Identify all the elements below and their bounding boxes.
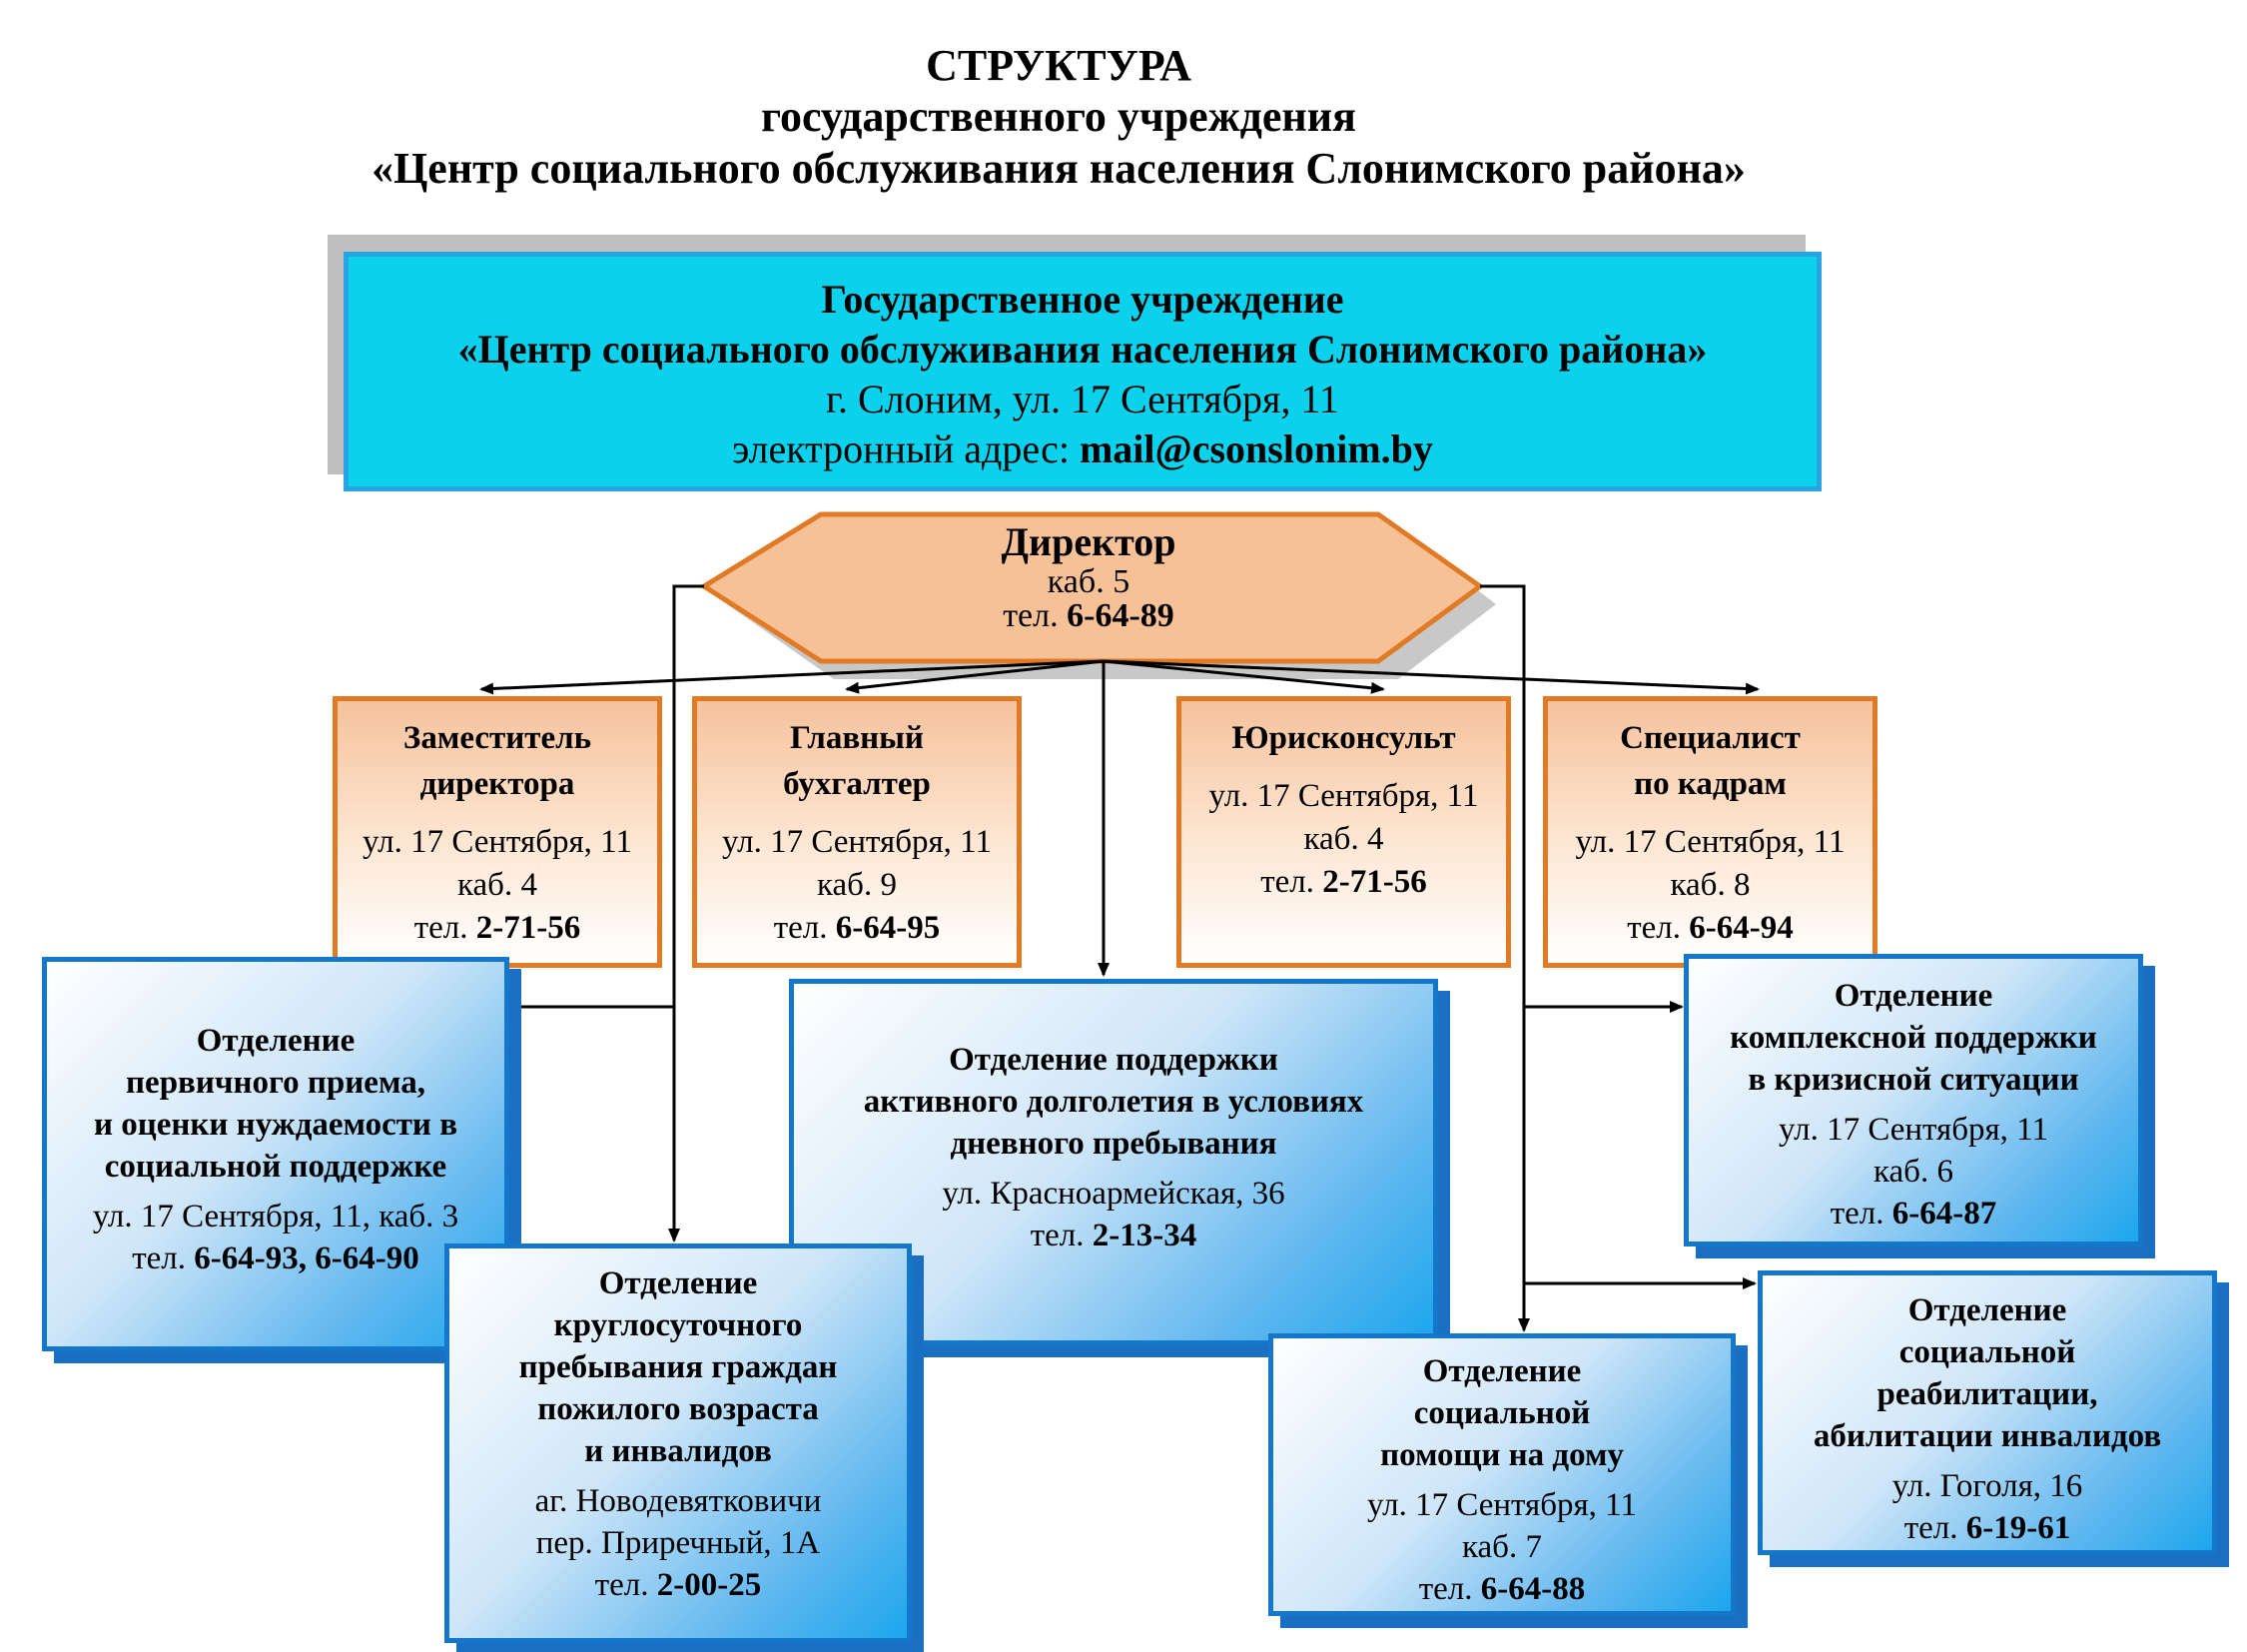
staff-address: ул. 17 Сентября, 11	[1208, 778, 1479, 814]
dept-primary-box: Отделение первичного приема, и оценки ну…	[42, 957, 509, 1351]
staff-title: директора	[419, 766, 575, 802]
arrow-to-accountant	[845, 659, 1105, 694]
staff-room: каб. 8	[1670, 867, 1751, 903]
staff-phone: тел. 2-71-56	[1260, 864, 1427, 900]
dept-phone: тел. 6-19-61	[1903, 1510, 2071, 1546]
dept-roundclock-box: Отделение круглосуточного пребывания гра…	[444, 1243, 912, 1643]
dept-address: ул. Гоголя, 16	[1891, 1468, 2083, 1504]
left-trunk	[668, 584, 704, 1242]
staff-phone: тел. 2-71-56	[413, 910, 581, 946]
staff-title: Юрисконсульт	[1231, 720, 1456, 756]
staff-address: ул. 17 Сентября, 11	[1575, 824, 1846, 860]
dept-room: каб. 7	[1462, 1529, 1542, 1565]
dept-phone: тел. 6-64-93, 6-64-90	[132, 1240, 419, 1276]
staff-room: каб. 4	[1303, 821, 1384, 857]
staff-phone: тел. 6-64-95	[773, 910, 941, 946]
staff-address: ул. 17 Сентября, 11	[722, 824, 992, 860]
dept-address: пер. Приречный, 1А	[535, 1525, 821, 1561]
dept-address: ул. Красноармейская, 36	[942, 1176, 1285, 1212]
institution-type: Государственное учреждение	[821, 277, 1344, 322]
institution-email-row: электронный адрес: mail@csonslonim.by	[349, 424, 1817, 474]
dept-rehab-box: Отделение социальной реабилитации, абили…	[1758, 1270, 2217, 1555]
director-phone: тел. 6-64-89	[1003, 597, 1174, 634]
staff-title: Заместитель	[402, 720, 592, 756]
staff-phone: тел. 6-64-94	[1627, 910, 1794, 946]
staff-title: Главный	[790, 720, 924, 756]
arrow-to-deputy	[479, 659, 1105, 695]
title-line-3: «Центр социального обслуживания населени…	[372, 143, 1746, 193]
staff-title: Специалист	[1620, 720, 1801, 756]
arrow-to-hr	[1103, 659, 1760, 695]
institution-name: «Центр социального обслуживания населени…	[457, 327, 1708, 372]
staff-accountant-box: Главный бухгалтер ул. 17 Сентября, 11 ка…	[692, 696, 1022, 968]
email-label: электронный адрес:	[732, 426, 1070, 471]
arrow-to-lawyer	[1103, 659, 1385, 694]
institution-address: г. Слоним, ул. 17 Сентября, 11	[826, 377, 1339, 421]
dept-address: аг. Новодевятковичи	[534, 1483, 822, 1519]
staff-address: ул. 17 Сентября, 11	[363, 824, 632, 860]
dept-phone: тел. 6-64-87	[1830, 1196, 1997, 1232]
staff-room: каб. 4	[457, 867, 537, 903]
institution-box: Государственное учреждение «Центр социал…	[344, 252, 1822, 491]
email-link[interactable]: mail@csonslonim.by	[1079, 426, 1433, 471]
dept-crisis-box: Отделение комплексной поддержки в кризис…	[1684, 954, 2143, 1246]
dept-address: ул. 17 Сентября, 11	[1779, 1112, 2048, 1148]
staff-deputy-box: Заместитель директора ул. 17 Сентября, 1…	[333, 696, 662, 968]
title-line-2: государственного учреждения	[761, 92, 1356, 142]
director-box: Директор каб. 5 тел. 6-64-89	[699, 519, 1478, 649]
dept-room: каб. 6	[1873, 1154, 1953, 1190]
dept-phone: тел. 2-00-25	[594, 1567, 762, 1603]
director-title: Директор	[1001, 519, 1176, 564]
dept-address: ул. 17 Сентября, 11	[1367, 1487, 1637, 1523]
page-title: СТРУКТУРА государственного учреждения «Ц…	[0, 40, 2117, 194]
staff-title: по кадрам	[1634, 766, 1787, 802]
dept-phone: тел. 6-64-88	[1418, 1571, 1586, 1607]
dept-phone: тел. 2-13-34	[1030, 1218, 1197, 1253]
dept-homecare-box: Отделение социальной помощи на дому ул. …	[1268, 1333, 1736, 1616]
director-phone-number: 6-64-89	[1067, 597, 1174, 634]
staff-title: бухгалтер	[783, 766, 931, 802]
staff-room: каб. 9	[817, 867, 897, 903]
title-line-1: СТРУКТУРА	[926, 41, 1191, 90]
staff-lawyer-box: Юрисконсульт ул. 17 Сентября, 11 каб. 4 …	[1176, 696, 1511, 968]
dept-address: ул. 17 Сентября, 11, каб. 3	[92, 1199, 459, 1235]
director-room: каб. 5	[1047, 563, 1130, 600]
staff-hr-box: Специалист по кадрам ул. 17 Сентября, 11…	[1543, 696, 1877, 968]
right-trunk	[1480, 584, 1530, 1332]
